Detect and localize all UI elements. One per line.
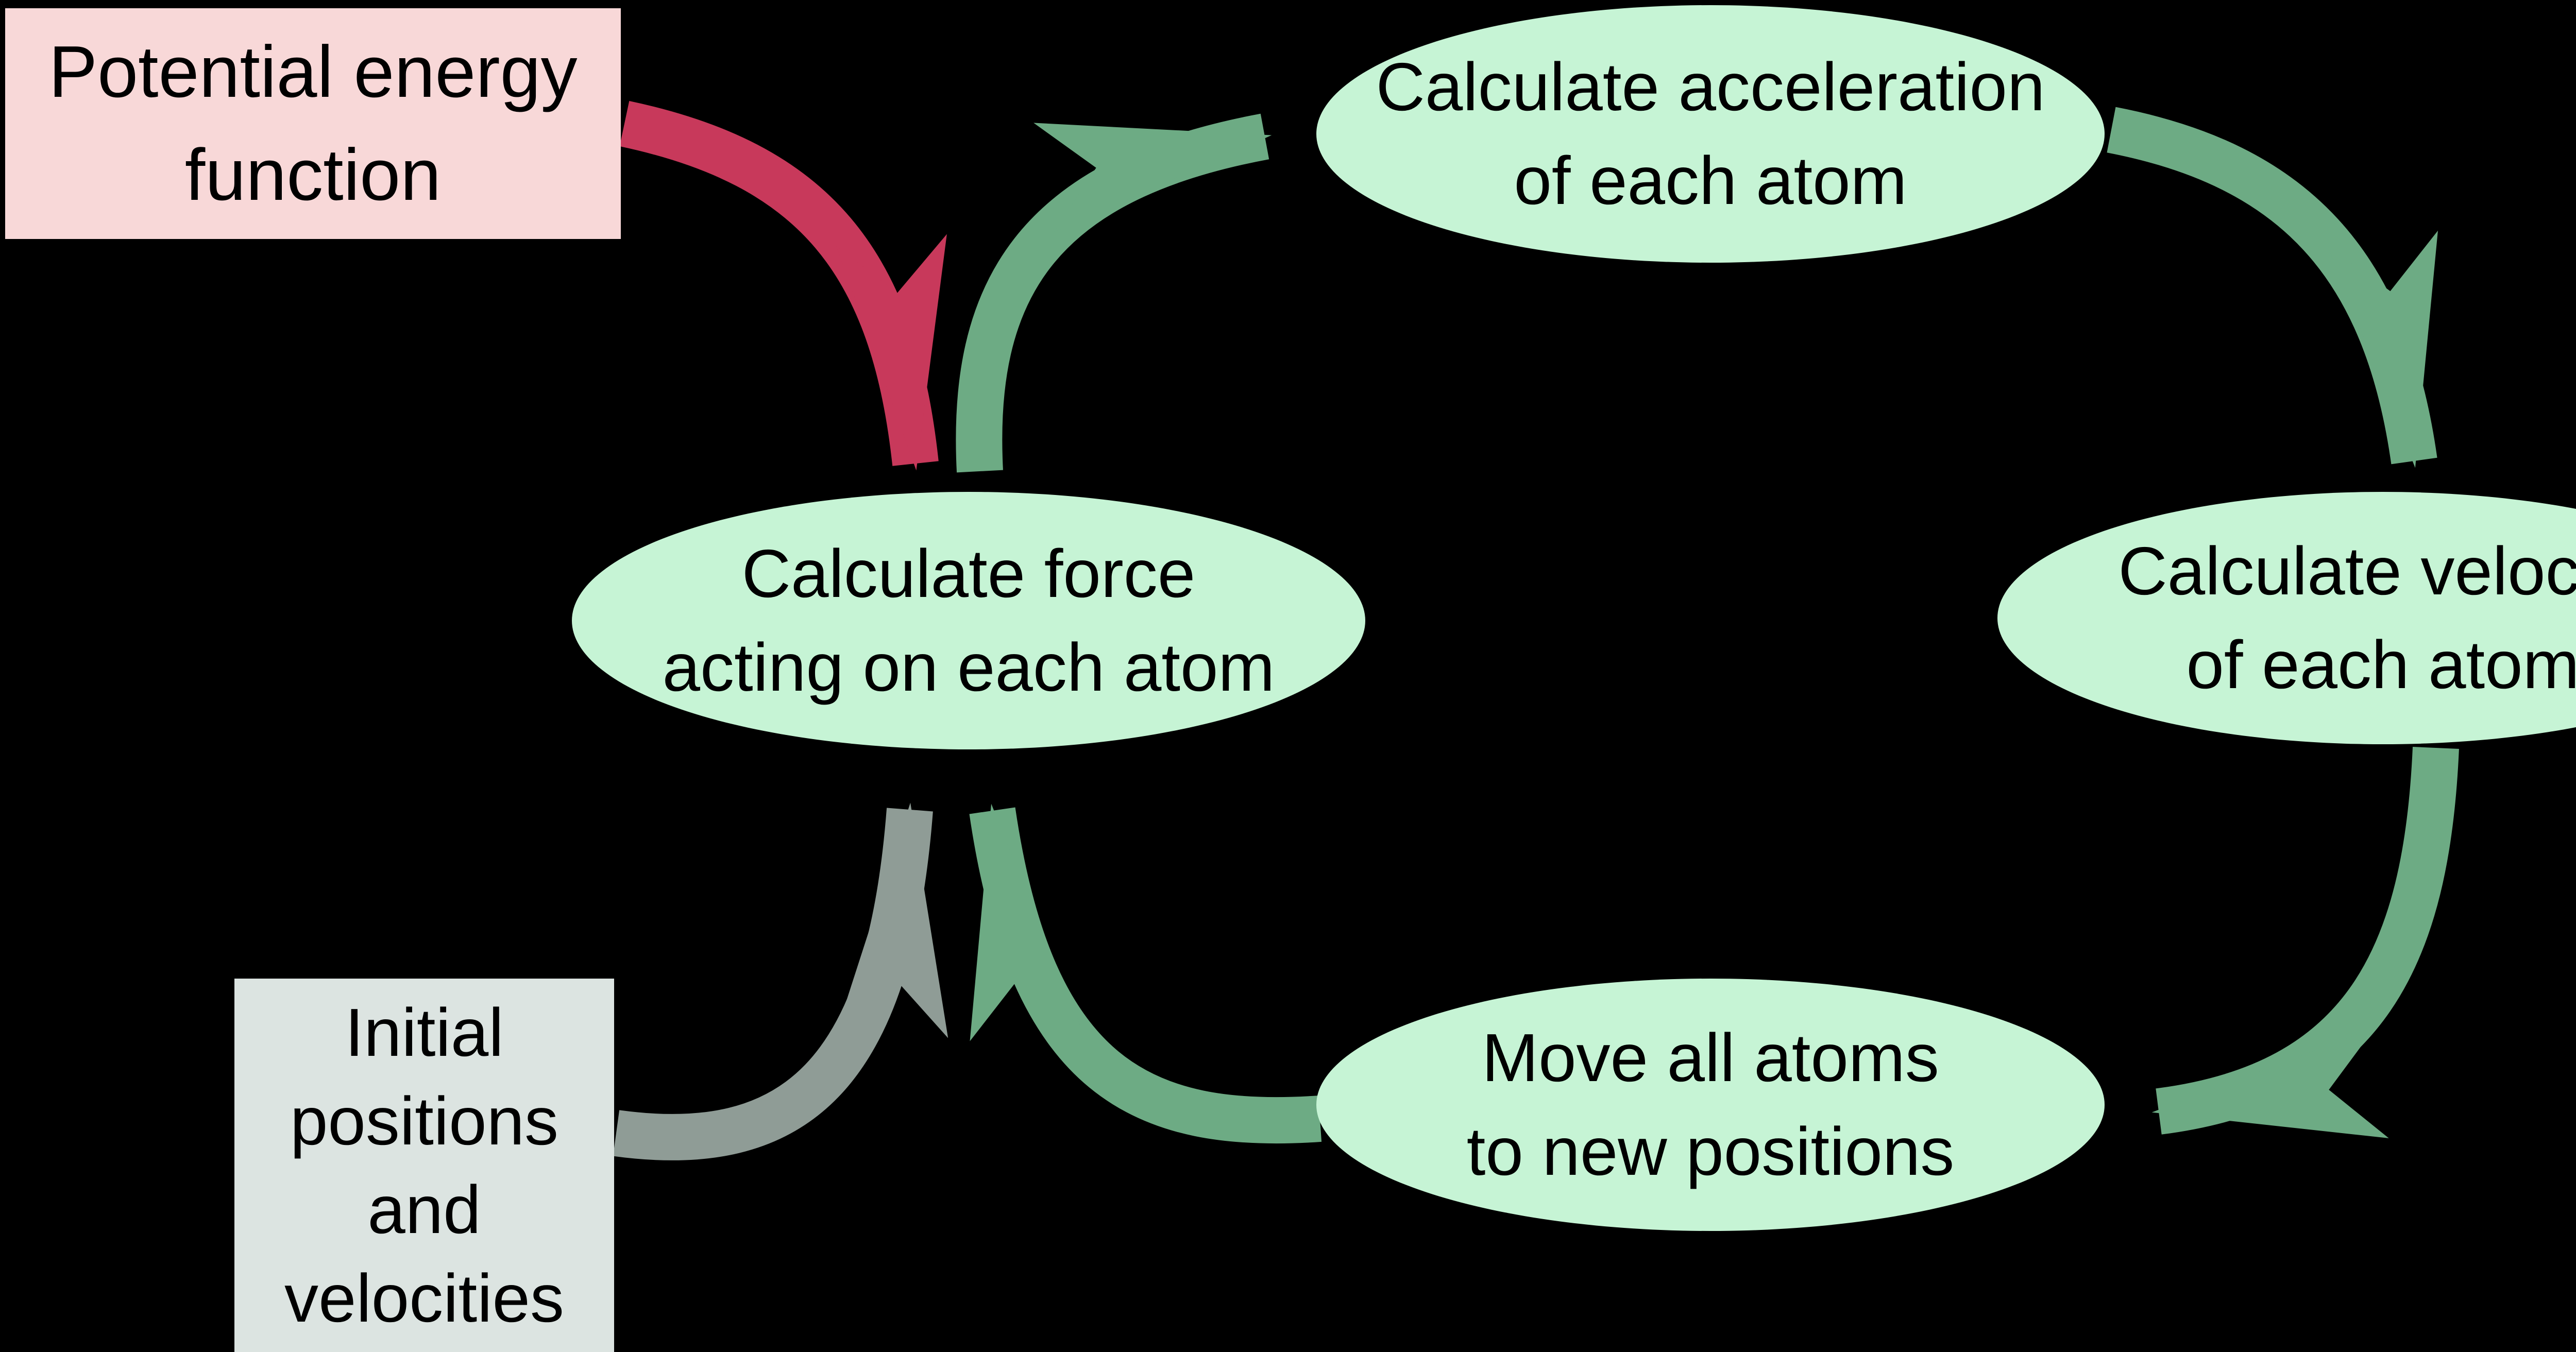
potential-energy-box: Potential energy function (5, 8, 621, 239)
node-label-line: Calculate velocity (2118, 533, 2576, 609)
node-label-line: to new positions (1466, 1114, 1955, 1189)
arrow-velocity-to-move (2151, 746, 2459, 1138)
node-label-line: and (367, 1171, 481, 1247)
arrow-acceleration-to-velocity (2107, 107, 2438, 468)
node-label-line: Calculate acceleration (1376, 49, 2045, 125)
calc-velocity-node: Calculate velocity of each atom (1997, 492, 2576, 744)
move-atoms-node: Move all atoms to new positions (1316, 979, 2105, 1231)
node-label-line: function (184, 134, 442, 216)
node-label-line: of each atom (1514, 143, 1907, 218)
arrow-move-to-force (969, 803, 1322, 1144)
node-label-line: Initial (345, 994, 504, 1070)
calc-acceleration-node: Calculate acceleration of each atom (1316, 5, 2105, 263)
node-label-line: of each atom (2186, 627, 2576, 703)
node-label-line: Calculate force (741, 536, 1196, 611)
node-label-line: Potential energy (48, 31, 578, 113)
arrow-force-to-acceleration (956, 113, 1272, 473)
node-label-line: acting on each atom (662, 629, 1275, 705)
node-label-line: positions (290, 1083, 558, 1159)
node-label-line: Move all atoms (1482, 1020, 1939, 1096)
initial-conditions-box: Initial positions and velocities (234, 979, 614, 1352)
calc-force-node: Calculate force acting on each atom (572, 492, 1365, 749)
arrow-initial-to-force (613, 802, 948, 1160)
node-label-line: velocities (284, 1260, 564, 1336)
arrow-potential-to-force (619, 100, 947, 471)
